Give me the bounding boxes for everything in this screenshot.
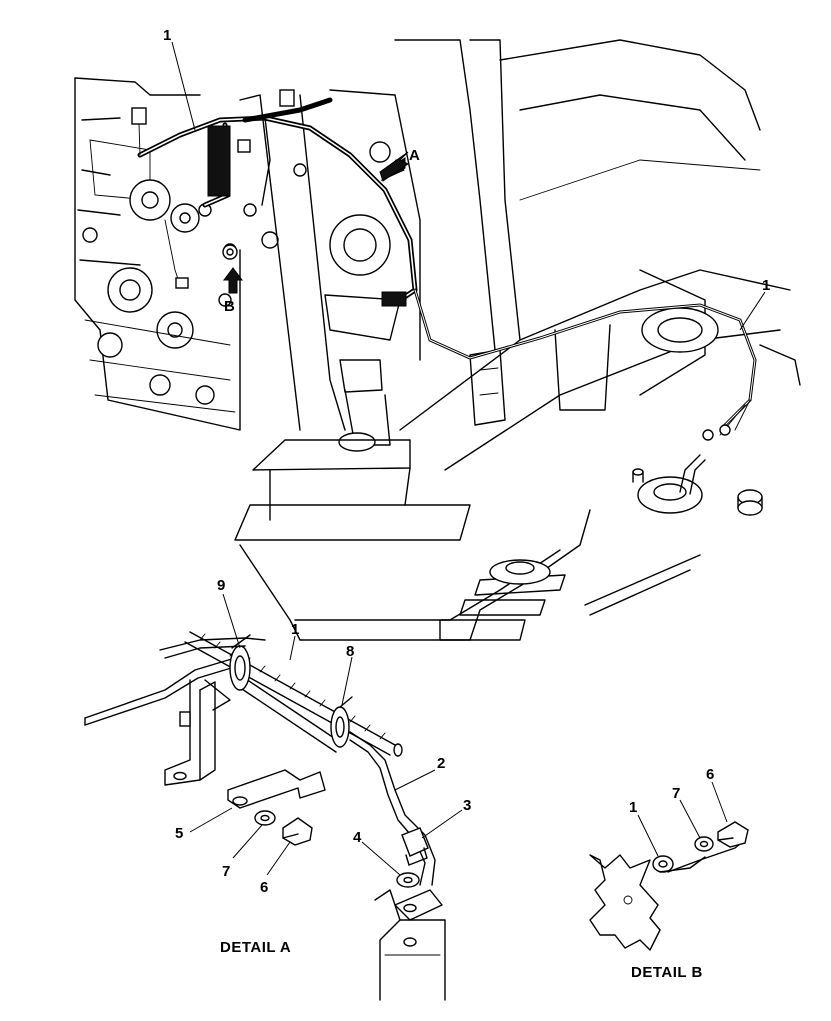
detail-b-caption: DETAIL B bbox=[631, 964, 703, 981]
callout-6-detail-a: 6 bbox=[260, 879, 268, 896]
detail-a-drawing bbox=[84, 631, 446, 1001]
callout-1-top: 1 bbox=[163, 27, 171, 44]
callout-2: 2 bbox=[437, 755, 445, 772]
callout-6-detail-b: 6 bbox=[706, 766, 714, 783]
callout-1-detail-a: 1 bbox=[291, 621, 299, 638]
detail-b-drawing bbox=[589, 821, 749, 951]
callout-1-right: 1 bbox=[762, 277, 770, 294]
callout-1-detail-b: 1 bbox=[629, 799, 637, 816]
engine-assembly bbox=[74, 39, 801, 641]
callout-9: 9 bbox=[217, 577, 225, 594]
detail-a-caption: DETAIL A bbox=[220, 939, 291, 956]
callout-7-detail-a: 7 bbox=[222, 863, 230, 880]
view-arrow-a bbox=[379, 151, 409, 182]
callout-5: 5 bbox=[175, 825, 183, 842]
view-arrow-b bbox=[223, 267, 243, 294]
callout-7-detail-b: 7 bbox=[672, 785, 680, 802]
callout-4: 4 bbox=[353, 829, 362, 846]
callout-b: B bbox=[224, 298, 235, 315]
wire-harness-main bbox=[131, 89, 757, 441]
callout-8: 8 bbox=[346, 643, 354, 660]
callout-a: A bbox=[409, 147, 420, 164]
callout-3: 3 bbox=[463, 797, 471, 814]
leader-lines bbox=[171, 41, 766, 876]
